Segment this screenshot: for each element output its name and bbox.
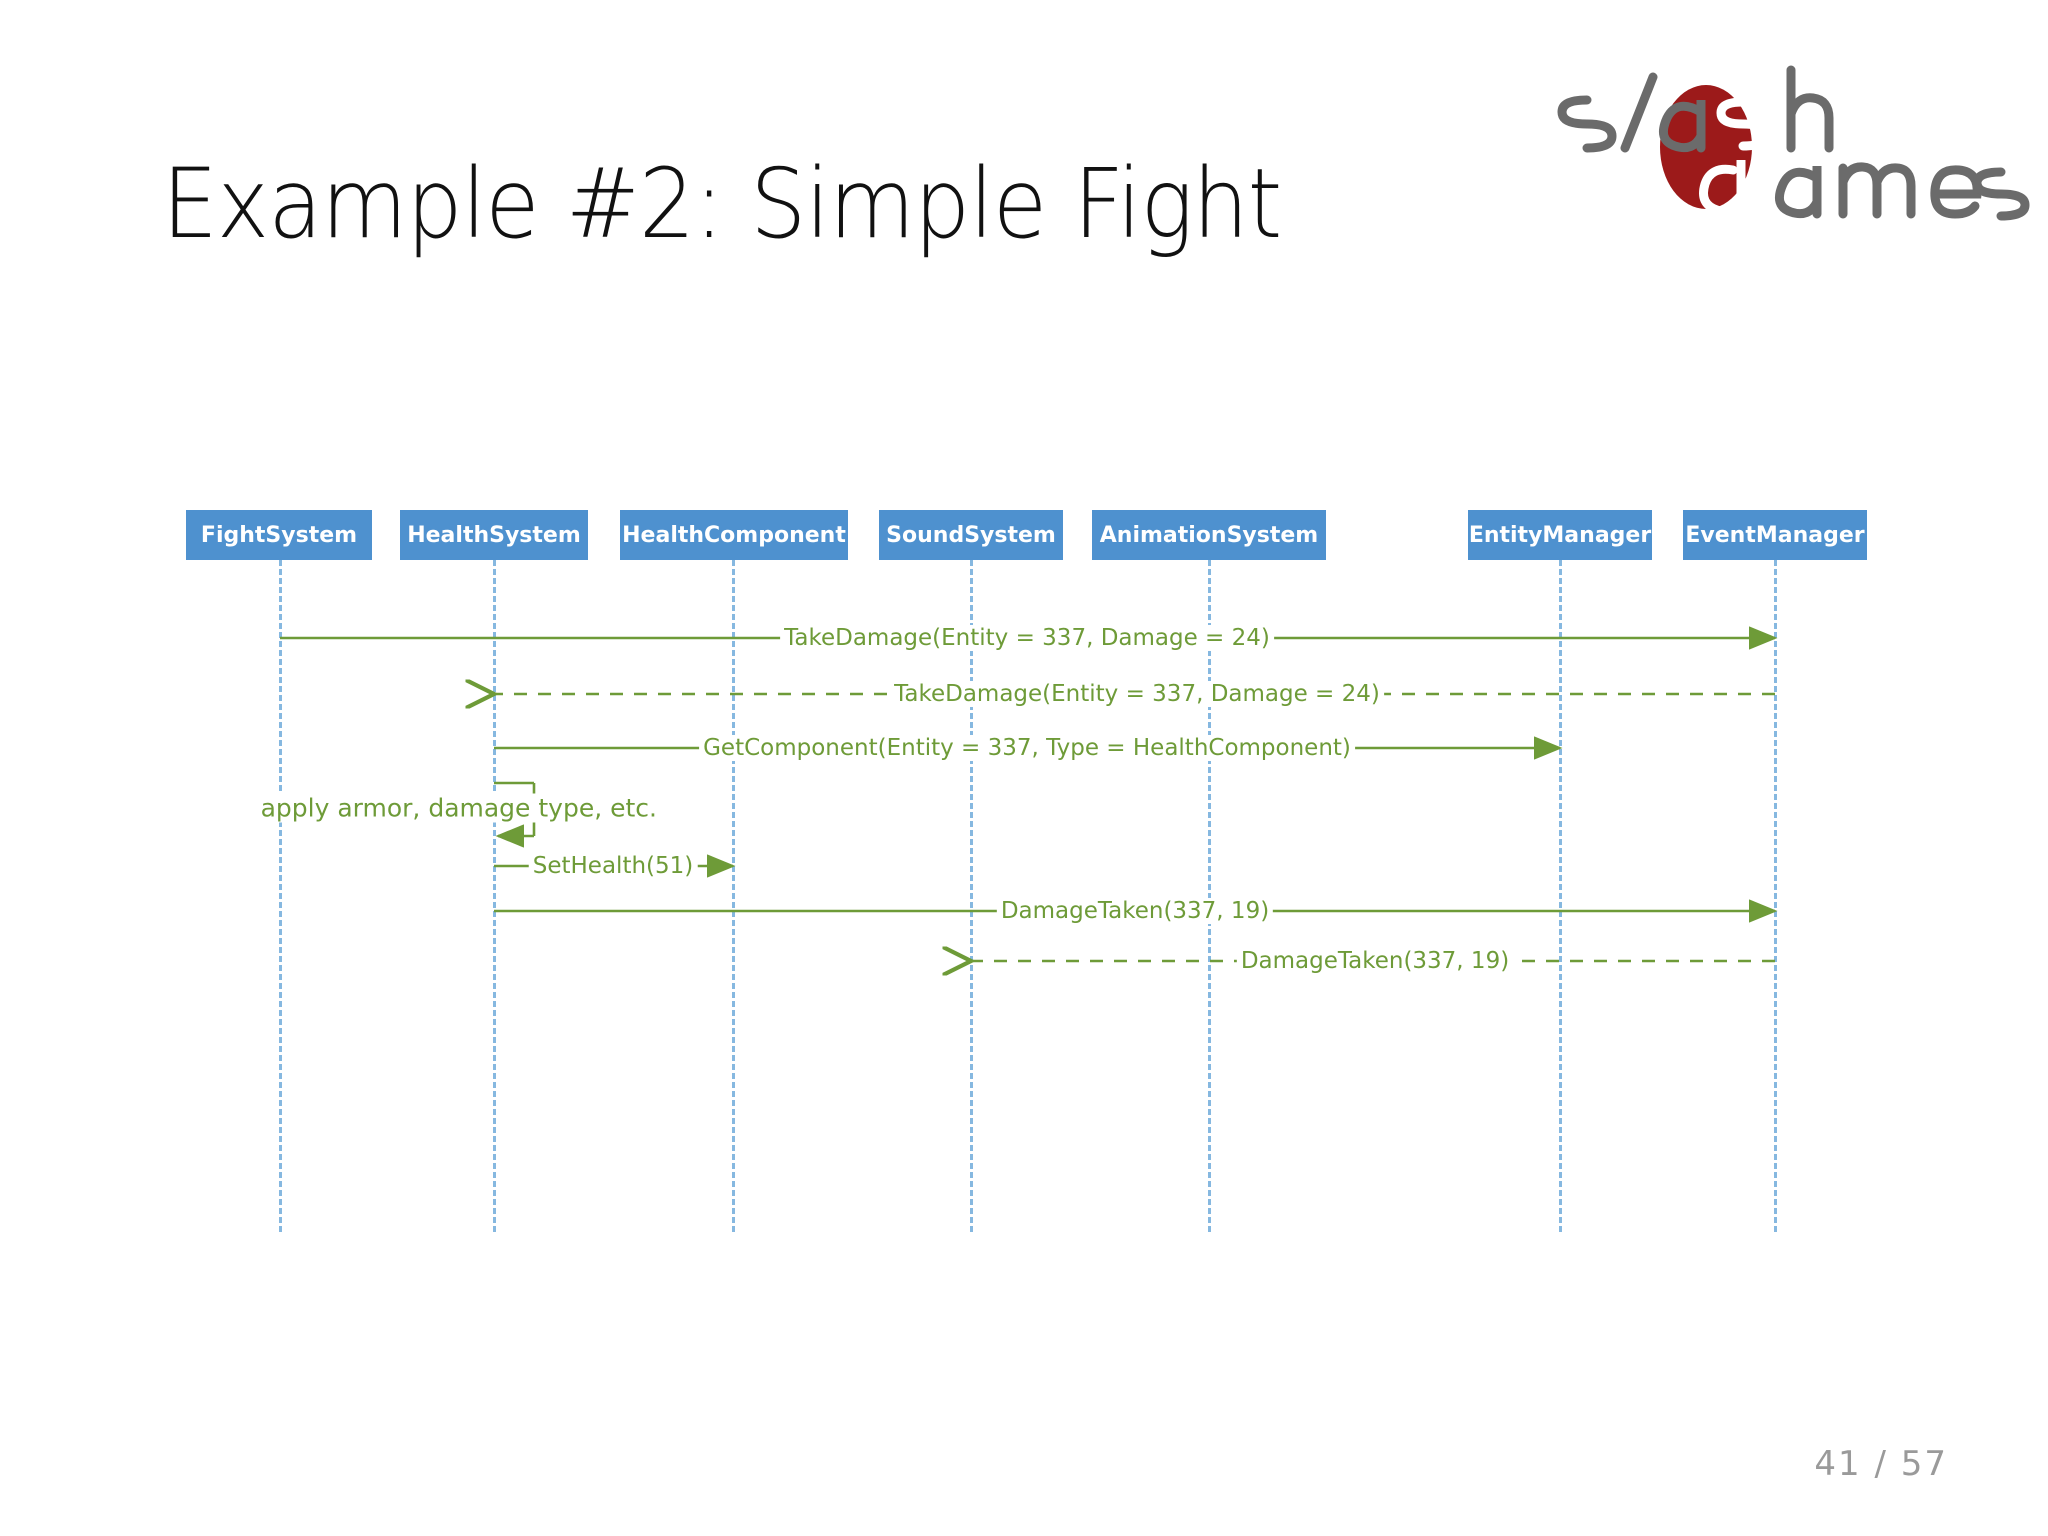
self-message-note: apply armor, damage type, etc. xyxy=(256,793,661,823)
lifeline-box-entitymanager[interactable]: EntityManager xyxy=(1468,510,1652,560)
message-label-0: TakeDamage(Entity = 337, Damage = 24) xyxy=(780,625,1274,651)
logo-red-ellipse xyxy=(1660,85,1752,209)
lifeline-box-healthsystem[interactable]: HealthSystem xyxy=(400,510,588,560)
lifeline-healthcomponent xyxy=(732,560,735,1232)
lifeline-entitymanager xyxy=(1559,560,1562,1232)
lifeline-healthsystem xyxy=(493,560,496,1232)
message-label-1: TakeDamage(Entity = 337, Damage = 24) xyxy=(890,681,1384,707)
lifeline-animationsystem xyxy=(1208,560,1211,1232)
lifeline-box-fightsystem[interactable]: FightSystem xyxy=(186,510,372,560)
page-title: Example #2: Simple Fight xyxy=(162,148,1282,260)
page-number: 41 / 57 xyxy=(1814,1444,1948,1484)
lifeline-box-eventmanager[interactable]: EventManager xyxy=(1683,510,1867,560)
message-label-2: GetComponent(Entity = 337, Type = Health… xyxy=(699,735,1355,761)
message-label-3: SetHealth(51) xyxy=(528,853,698,879)
message-label-5: DamageTaken(337, 19) xyxy=(1236,948,1514,974)
lifeline-box-healthcomponent[interactable]: HealthComponent xyxy=(620,510,848,560)
message-label-4: DamageTaken(337, 19) xyxy=(996,898,1274,924)
slash-games-logo xyxy=(1525,52,2035,232)
lifeline-box-soundsystem[interactable]: SoundSystem xyxy=(879,510,1063,560)
lifeline-eventmanager xyxy=(1774,560,1777,1232)
lifeline-box-animationsystem[interactable]: AnimationSystem xyxy=(1092,510,1326,560)
lifeline-fightsystem xyxy=(279,560,282,1232)
lifeline-soundsystem xyxy=(970,560,973,1232)
